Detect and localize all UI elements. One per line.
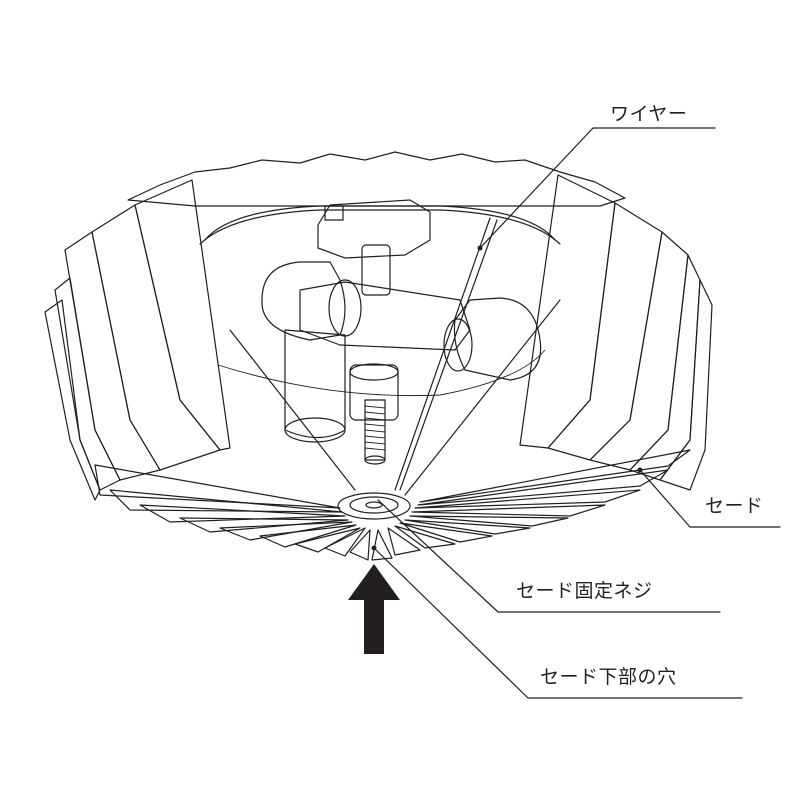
label-shade: セード — [705, 495, 764, 517]
shade-back-wall — [127, 151, 626, 207]
socket-assembly — [261, 199, 542, 465]
shade-left-panels — [44, 179, 231, 501]
label-shade-bottom-hole: セード下部の穴 — [540, 666, 677, 688]
up-arrow-icon — [348, 564, 400, 654]
shade-bottom-pleats — [94, 449, 691, 561]
label-wire: ワイヤー — [610, 103, 687, 125]
center-hub — [337, 492, 411, 520]
callout-lines — [371, 127, 781, 699]
inner-rim-ring — [199, 205, 561, 397]
threaded-rod — [364, 399, 386, 465]
support-wires — [229, 217, 561, 496]
label-shade-fixing-screw: セード固定ネジ — [516, 580, 653, 602]
shade-right-panels — [519, 174, 713, 491]
